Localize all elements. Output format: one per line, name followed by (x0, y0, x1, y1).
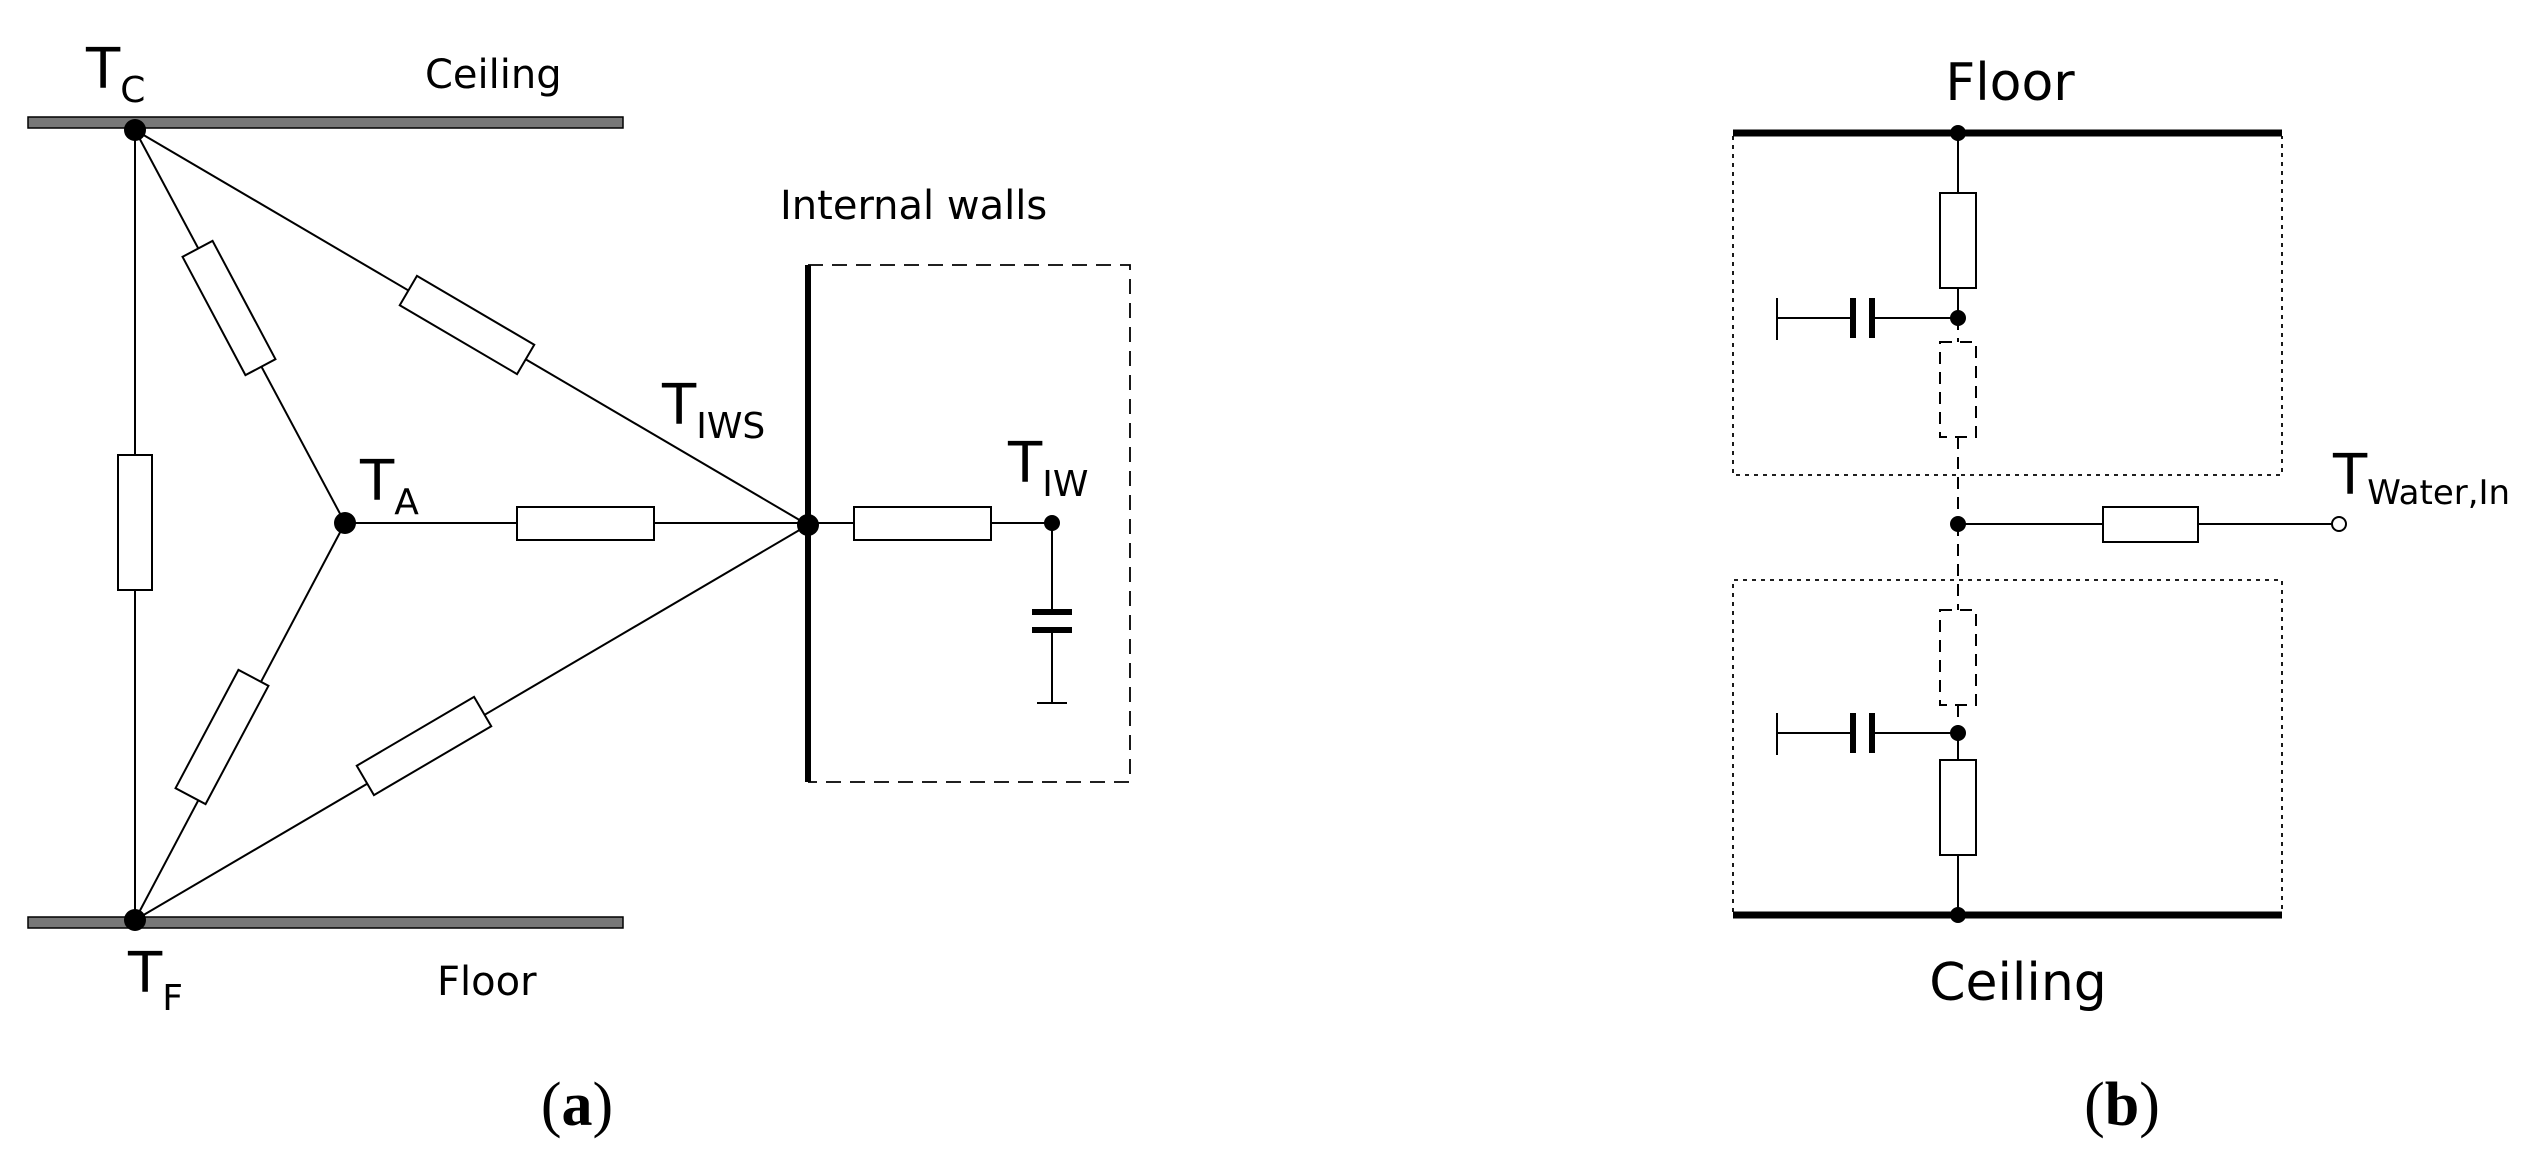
internal-walls-box (808, 264, 1131, 783)
node-floor-mass (1950, 310, 1966, 326)
panel-a (27, 116, 1131, 931)
ceiling-layer-box (1732, 579, 2283, 912)
panel-a-labels: Ceiling Floor Internal walls TC TF TA TI… (85, 37, 1088, 1139)
capacitor-ceiling (1776, 713, 1958, 755)
ceiling-label-b: Ceiling (1929, 953, 2107, 1013)
resistor-tc-tiws (134, 129, 809, 526)
label-ta: TA (359, 449, 419, 523)
ceiling-slab-a (27, 116, 624, 129)
resistor-floor-upper (1939, 133, 1977, 318)
dashed-resistor-lower (1939, 524, 1977, 733)
node-tc (124, 119, 146, 141)
label-twater-in: TWater,In (2332, 443, 2510, 513)
node-water-in (2331, 516, 2347, 532)
resistor-ta-tiws (345, 506, 808, 541)
panel-b (1732, 125, 2347, 923)
label-tc: TC (85, 37, 145, 111)
floor-label-b: Floor (1945, 53, 2075, 113)
label-tf: TF (127, 941, 183, 1019)
node-tiws (797, 514, 819, 536)
resistor-tf-tiws (134, 524, 809, 921)
caption-a: (a) (541, 1071, 613, 1139)
ceiling-label-a: Ceiling (425, 52, 562, 98)
resistor-tc-ta (134, 129, 346, 524)
internal-walls-label: Internal walls (780, 183, 1047, 229)
node-water-junction (1950, 516, 1966, 532)
resistor-tiws-tiw (808, 506, 1052, 541)
capacitor-tiw (1032, 523, 1072, 704)
node-floor-b (1950, 125, 1966, 141)
node-ceiling-b (1950, 907, 1966, 923)
node-ceiling-mass (1950, 725, 1966, 741)
floor-slab-a (27, 916, 624, 929)
node-ta (334, 512, 356, 534)
dashed-resistor-upper (1939, 318, 1977, 524)
floor-layer-box (1732, 136, 2283, 476)
resistor-tc-tf (117, 130, 153, 920)
node-tiw (1044, 515, 1060, 531)
label-tiw: TIW (1007, 431, 1088, 505)
node-tf (124, 909, 146, 931)
caption-b: (b) (2084, 1071, 2160, 1139)
floor-label-a: Floor (437, 959, 537, 1005)
resistor-tf-ta (134, 522, 346, 921)
resistor-ceiling-lower (1939, 733, 1977, 915)
label-tiws: TIWS (661, 373, 765, 447)
capacitor-floor (1776, 298, 1958, 340)
resistor-water (1958, 506, 2332, 543)
panel-b-labels: Floor Ceiling TWater,In (b) (1929, 53, 2510, 1139)
